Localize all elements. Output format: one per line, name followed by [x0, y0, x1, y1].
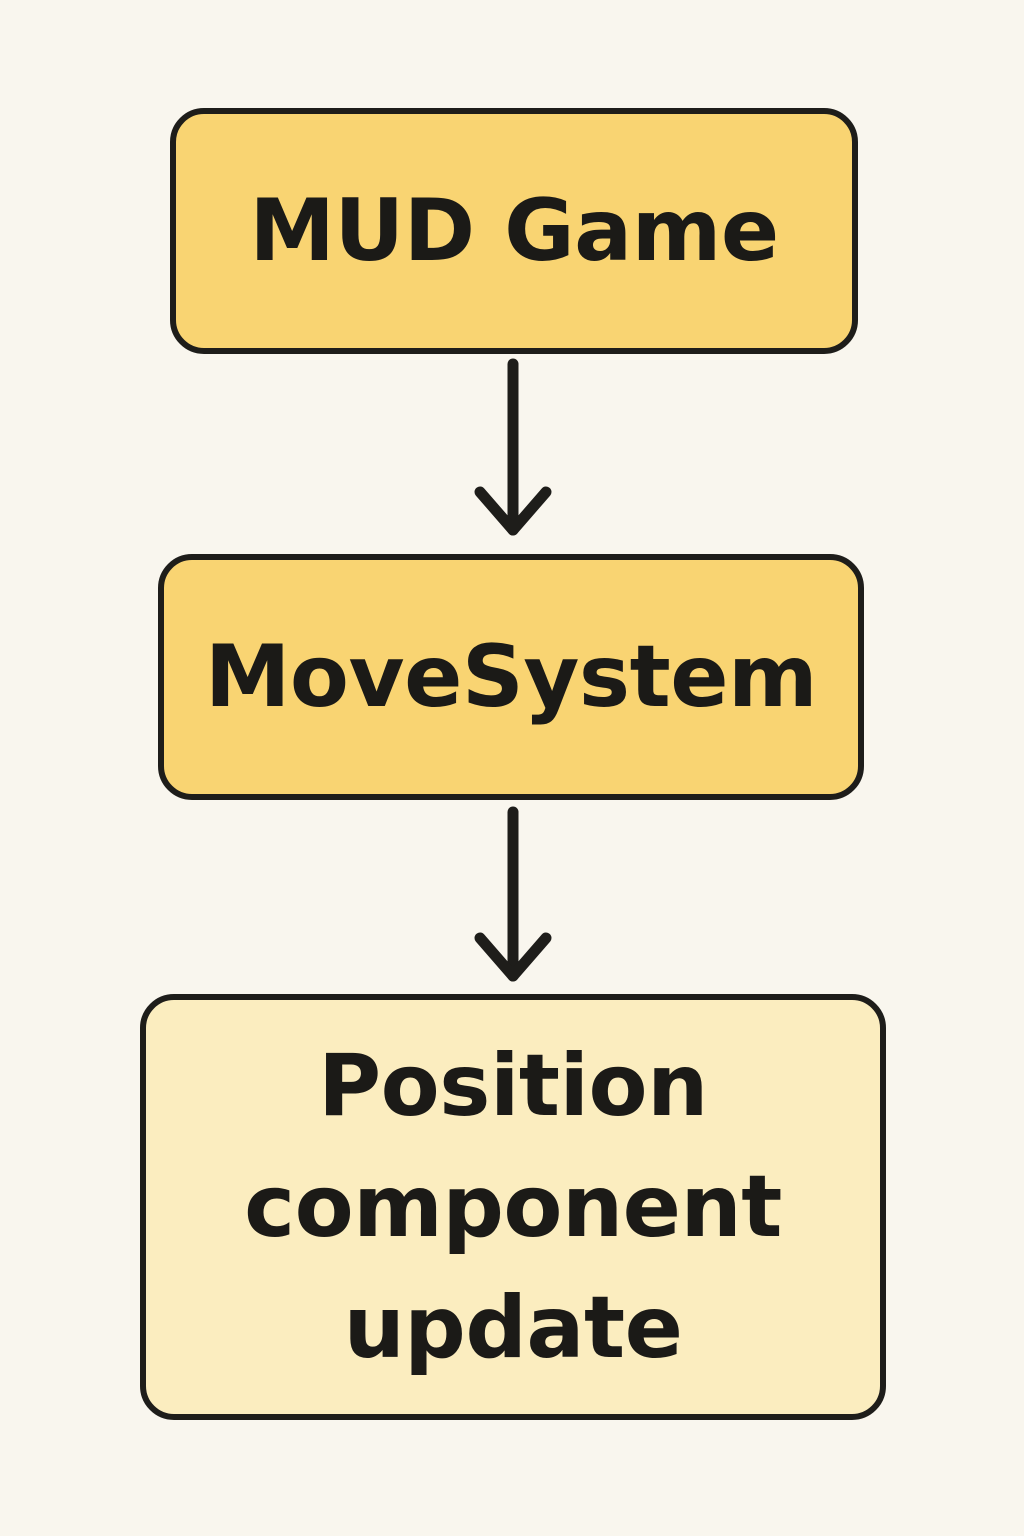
movesystem-label: MoveSystem [204, 627, 818, 727]
arrow-head [474, 486, 552, 536]
arrow-head [474, 932, 552, 982]
arrow-mud-game-to-movesystem [474, 358, 552, 536]
position-update-label: Position component update [244, 1035, 782, 1378]
movesystem-node: MoveSystem [158, 554, 864, 800]
mud-game-node: MUD Game [170, 108, 858, 354]
arrow-movesystem-to-position-update [474, 806, 552, 982]
mud-game-label: MUD Game [249, 181, 779, 281]
position-update-node: Position component update [140, 994, 886, 1420]
